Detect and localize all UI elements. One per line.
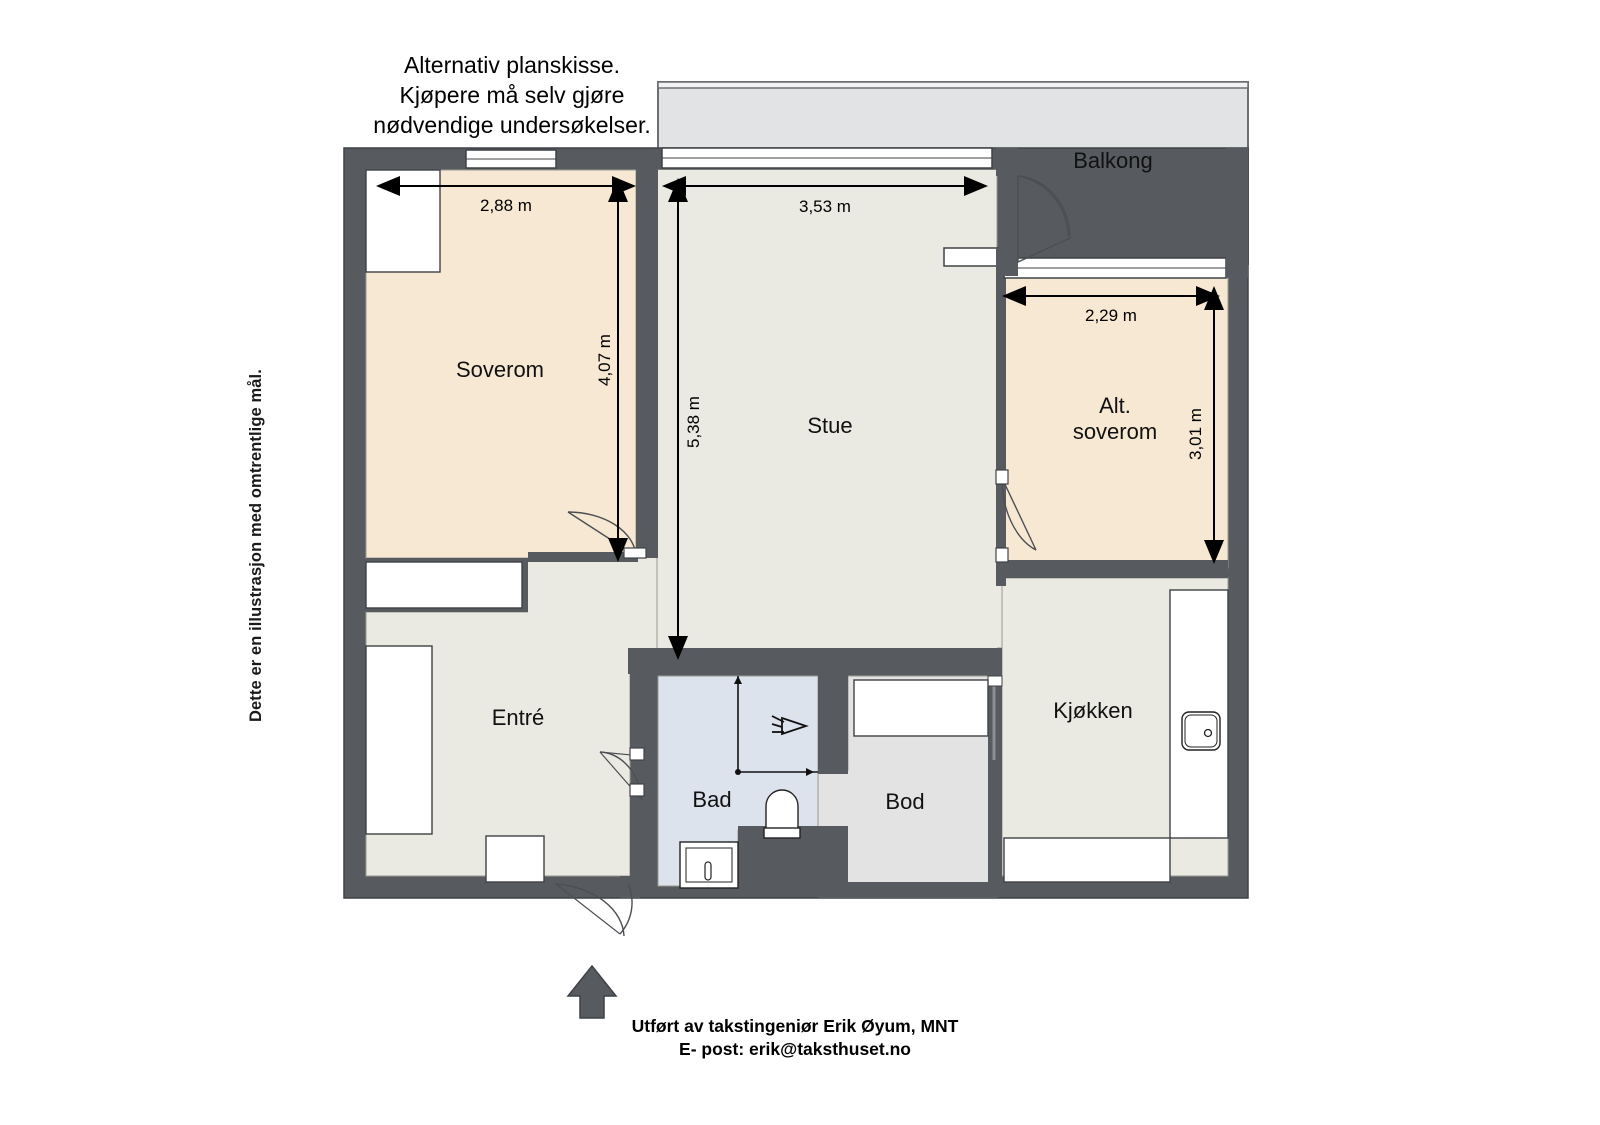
door-bad[interactable] bbox=[599, 747, 645, 801]
window-stue-top bbox=[661, 147, 993, 169]
door-entrance[interactable] bbox=[555, 883, 633, 937]
side-note-scale: Dette er en illustrasjon med omtrentlige… bbox=[247, 369, 265, 722]
disclaimer-heading: Alternativ planskisse. Kjøpere må selv g… bbox=[373, 52, 651, 138]
bad-toilet bbox=[763, 789, 801, 839]
window-balkong-upper bbox=[943, 247, 999, 267]
dimension-label-stue-height: 5,38 m bbox=[684, 396, 703, 448]
kjokken-sink bbox=[1181, 711, 1221, 751]
interior-walls bbox=[366, 150, 1228, 898]
window-soverom-top bbox=[465, 149, 557, 169]
bad-sink bbox=[679, 841, 739, 889]
footer-attribution: Utført av takstingeniør Erik Øyum, MNT E… bbox=[631, 1016, 959, 1059]
kjokken-counter-bottom bbox=[1003, 837, 1171, 883]
room-stue bbox=[656, 169, 1003, 649]
entre-closet-upper bbox=[365, 561, 523, 609]
entre-closet-left bbox=[365, 645, 433, 835]
entre-closet-lower bbox=[485, 835, 545, 883]
dimension-label-soverom-height: 4,07 m bbox=[595, 334, 614, 386]
door-altsoverom[interactable] bbox=[995, 469, 1037, 563]
dimension-label-altsoverom-width: 2,29 m bbox=[1085, 306, 1137, 325]
dimension-label-soverom-width: 2,88 m bbox=[480, 196, 532, 215]
bod-shelf bbox=[853, 679, 989, 737]
room-entre bbox=[365, 557, 660, 877]
wall-stub-balcony-top bbox=[996, 148, 1248, 278]
window-altsoverom-top bbox=[1003, 257, 1227, 279]
bad-shower bbox=[734, 676, 818, 776]
entrance-arrow-icon bbox=[566, 964, 618, 1019]
door-balkong[interactable] bbox=[1017, 175, 1071, 264]
dimension-label-altsoverom-height: 3,01 m bbox=[1186, 408, 1205, 460]
dimension-label-stue-width: 3,53 m bbox=[799, 197, 851, 216]
